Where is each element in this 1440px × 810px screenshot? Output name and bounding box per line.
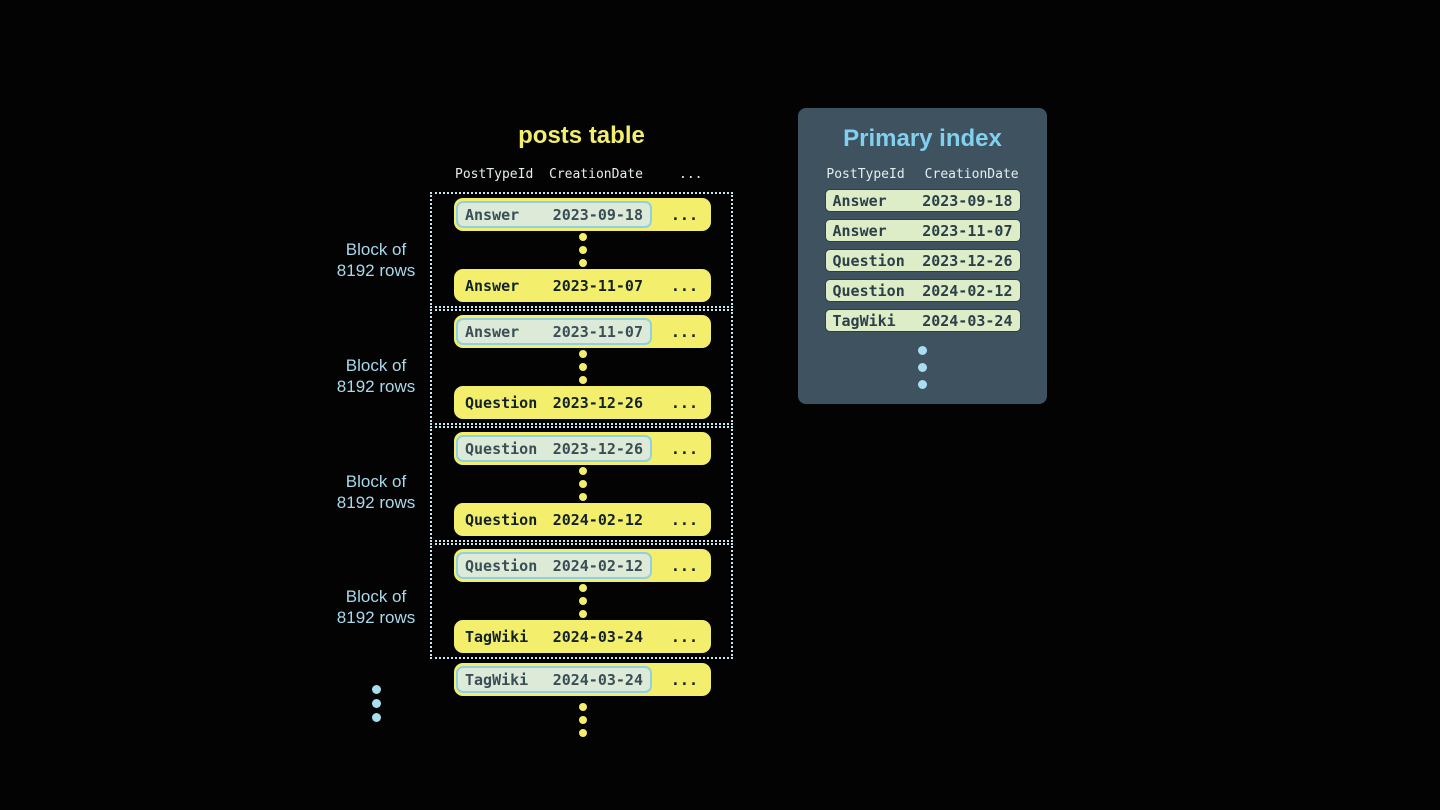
post-type-cell: Question: [465, 510, 538, 529]
table-row: TagWiki 2024-03-24 ...: [454, 620, 711, 653]
creation-date-cell: 2024-03-24: [922, 311, 1013, 330]
hidden-rows-dots: [454, 582, 711, 620]
rows-block: Question 2023-12-26 ... Question 2024-02…: [430, 426, 733, 542]
creation-date-cell: 2024-02-12: [552, 556, 643, 575]
row-ellipsis: ...: [670, 393, 698, 412]
table-row: Question 2023-12-26 ...: [454, 432, 711, 465]
column-header-posttypeid: PostTypeId: [455, 167, 534, 182]
post-type-cell: Question: [465, 556, 538, 575]
creation-date-cell: 2023-12-26: [552, 393, 643, 412]
row-cells: TagWiki 2024-03-24: [456, 623, 652, 650]
row-ellipsis: ...: [670, 439, 698, 458]
post-type-cell: Question: [465, 439, 538, 458]
row-ellipsis: ...: [670, 627, 698, 646]
post-type-cell: Answer: [832, 191, 887, 210]
creation-date-cell: 2023-11-07: [922, 221, 1013, 240]
table-row: Question 2024-02-12 ...: [454, 503, 711, 536]
index-column-headers: PostTypeId CreationDate: [798, 167, 1047, 182]
row-ellipsis: ...: [670, 276, 698, 295]
creation-date-cell: 2023-12-26: [922, 251, 1013, 270]
block-label: Block of 8192 rows: [336, 356, 416, 396]
table-row: Answer 2023-09-18 ...: [454, 198, 711, 231]
more-rows-dots: [454, 701, 711, 739]
column-header-creationdate: CreationDate: [549, 167, 643, 182]
post-type-cell: TagWiki: [465, 670, 529, 689]
creation-date-cell: 2024-02-12: [922, 281, 1013, 300]
row-ellipsis: ...: [670, 670, 698, 689]
rows-block: Answer 2023-09-18 ... Answer 2023-11-07 …: [430, 192, 733, 308]
hidden-rows-dots: [454, 465, 711, 503]
post-type-cell: Question: [465, 393, 538, 412]
index-entry: Question 2024-02-12: [824, 279, 1021, 302]
creation-date-cell: 2023-11-07: [552, 276, 643, 295]
rows-block: Answer 2023-11-07 ... Question 2023-12-2…: [430, 309, 733, 425]
indexed-row-highlight-pill: Question 2023-12-26: [456, 435, 652, 462]
index-entry: TagWiki 2024-03-24: [824, 309, 1021, 332]
post-type-cell: TagWiki: [832, 311, 896, 330]
posts-table-title: posts table: [518, 122, 645, 149]
indexed-row-highlight-pill: TagWiki 2024-03-24: [456, 666, 652, 693]
table-row: Question 2023-12-26 ...: [454, 386, 711, 419]
rows-block: Question 2024-02-12 ... TagWiki 2024-03-…: [430, 543, 733, 659]
block-label: Block of 8192 rows: [336, 587, 416, 627]
table-row: Question 2024-02-12 ...: [454, 549, 711, 582]
more-blocks-dots: [300, 685, 452, 722]
creation-date-cell: 2024-02-12: [552, 510, 643, 529]
post-type-cell: Answer: [465, 322, 520, 341]
post-type-cell: Answer: [465, 205, 520, 224]
post-type-cell: Answer: [832, 221, 887, 240]
creation-date-cell: 2023-09-18: [552, 205, 643, 224]
row-cells: Question 2024-02-12: [456, 506, 652, 533]
posts-table: Answer 2023-09-18 ... Answer 2023-11-07 …: [430, 192, 733, 739]
indexed-row-highlight-pill: Answer 2023-11-07: [456, 318, 652, 345]
primary-index-panel: Primary index PostTypeId CreationDate An…: [798, 108, 1047, 404]
hidden-rows-dots: [454, 231, 711, 269]
row-ellipsis: ...: [670, 322, 698, 341]
index-entry: Question 2023-12-26: [824, 249, 1021, 272]
table-row: Answer 2023-11-07 ...: [454, 315, 711, 348]
hidden-rows-dots: [454, 348, 711, 386]
row-ellipsis: ...: [670, 205, 698, 224]
row-cells: Question 2023-12-26: [456, 389, 652, 416]
creation-date-cell: 2023-11-07: [552, 322, 643, 341]
row-ellipsis: ...: [670, 510, 698, 529]
block-label: Block of 8192 rows: [336, 240, 416, 280]
index-entry: Answer 2023-11-07: [824, 219, 1021, 242]
column-header-creationdate: CreationDate: [924, 167, 1019, 182]
indexed-row-highlight-pill: Question 2024-02-12: [456, 552, 652, 579]
creation-date-cell: 2023-09-18: [922, 191, 1013, 210]
indexed-row-highlight-pill: Answer 2023-09-18: [456, 201, 652, 228]
index-entry: Answer 2023-09-18: [824, 189, 1021, 212]
column-header-posttypeid: PostTypeId: [826, 167, 905, 182]
row-cells: Answer 2023-11-07: [456, 272, 652, 299]
table-row: TagWiki 2024-03-24 ...: [454, 663, 711, 696]
creation-date-cell: 2024-03-24: [552, 670, 643, 689]
creation-date-cell: 2023-12-26: [552, 439, 643, 458]
post-type-cell: Question: [832, 281, 905, 300]
column-header-more: ...: [679, 167, 703, 182]
table-row: Answer 2023-11-07 ...: [454, 269, 711, 302]
post-type-cell: Question: [832, 251, 905, 270]
more-entries-dots: [798, 344, 1047, 391]
post-type-cell: TagWiki: [465, 627, 529, 646]
row-ellipsis: ...: [670, 556, 698, 575]
creation-date-cell: 2024-03-24: [552, 627, 643, 646]
block-label: Block of 8192 rows: [336, 472, 416, 512]
primary-index-title: Primary index: [843, 125, 1002, 152]
posts-table-column-headers: PostTypeId CreationDate ...: [455, 167, 725, 182]
post-type-cell: Answer: [465, 276, 520, 295]
